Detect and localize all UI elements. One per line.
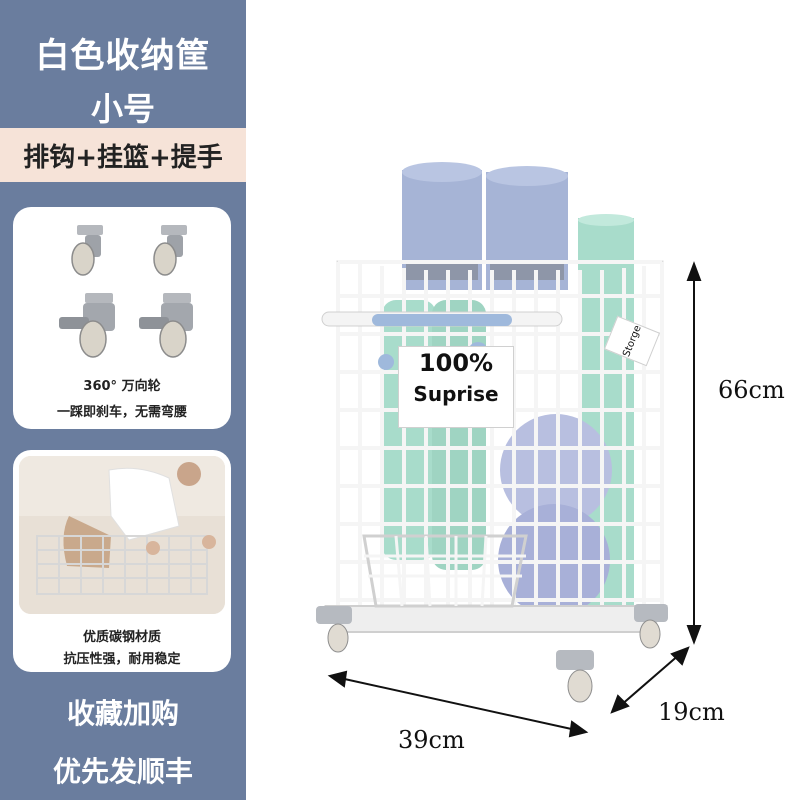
steel-caption-line2: 抗压性强，耐用稳定 bbox=[63, 652, 181, 667]
accessory-text: 排钩+挂篮+提手 bbox=[23, 142, 223, 173]
hook-bar-icon bbox=[321, 311, 563, 370]
rack-base bbox=[324, 605, 668, 633]
storge-tag-text: Storge bbox=[620, 323, 644, 359]
wheels-caption-line2: 一踩即刹车，无需弯腰 bbox=[56, 405, 187, 420]
sign-line2: Suprise bbox=[413, 382, 499, 406]
caster-front-middle-icon bbox=[556, 650, 594, 703]
height-label: 66cm bbox=[718, 376, 785, 404]
storage-rack-illustration bbox=[316, 162, 702, 738]
wheels-caption-line1: 360° 万向轮 bbox=[83, 379, 161, 394]
caster-brake-1-icon bbox=[59, 293, 115, 358]
steel-card: 优质碳钢材质 抗压性强，耐用稳定 bbox=[13, 450, 231, 672]
height-dimension-arrow bbox=[686, 261, 702, 645]
wheels-card: 360° 万向轮 一踩即刹车，无需弯腰 bbox=[13, 207, 231, 429]
steel-caption-line1: 优质碳钢材质 bbox=[82, 630, 161, 645]
caster-small-2-icon bbox=[153, 225, 187, 276]
product-area: 100% Suprise Storge 66cm 39cm 19cm bbox=[246, 0, 800, 800]
product-size: 小号 bbox=[90, 90, 155, 128]
product-title: 白色收纳筐 bbox=[35, 36, 211, 76]
surprise-sign: 100% Suprise bbox=[398, 346, 514, 428]
depth-dimension-arrow bbox=[610, 646, 690, 714]
caster-front-left-icon bbox=[316, 606, 352, 653]
sidebar: 白色收纳筐 小号 排钩+挂篮+提手 bbox=[0, 0, 246, 800]
caster-wheels-icon bbox=[59, 225, 193, 358]
yoga-mat-2-icon bbox=[486, 166, 568, 290]
width-dimension-arrow bbox=[327, 670, 589, 738]
accessory-bar: 排钩+挂篮+提手 bbox=[0, 128, 246, 182]
hanging-basket-icon bbox=[362, 534, 528, 608]
caster-brake-2-icon bbox=[139, 293, 193, 358]
depth-label: 19cm bbox=[658, 698, 725, 726]
caster-back-right-icon bbox=[634, 604, 668, 649]
foam-roller-2-icon bbox=[432, 300, 486, 570]
cta-line2: 优先发顺丰 bbox=[52, 755, 193, 788]
sign-line1: 100% bbox=[418, 349, 494, 377]
cta-line1: 收藏加购 bbox=[66, 697, 179, 730]
caster-small-1-icon bbox=[71, 225, 103, 276]
person-lifting-rack-photo bbox=[19, 456, 225, 614]
width-label: 39cm bbox=[398, 726, 465, 754]
